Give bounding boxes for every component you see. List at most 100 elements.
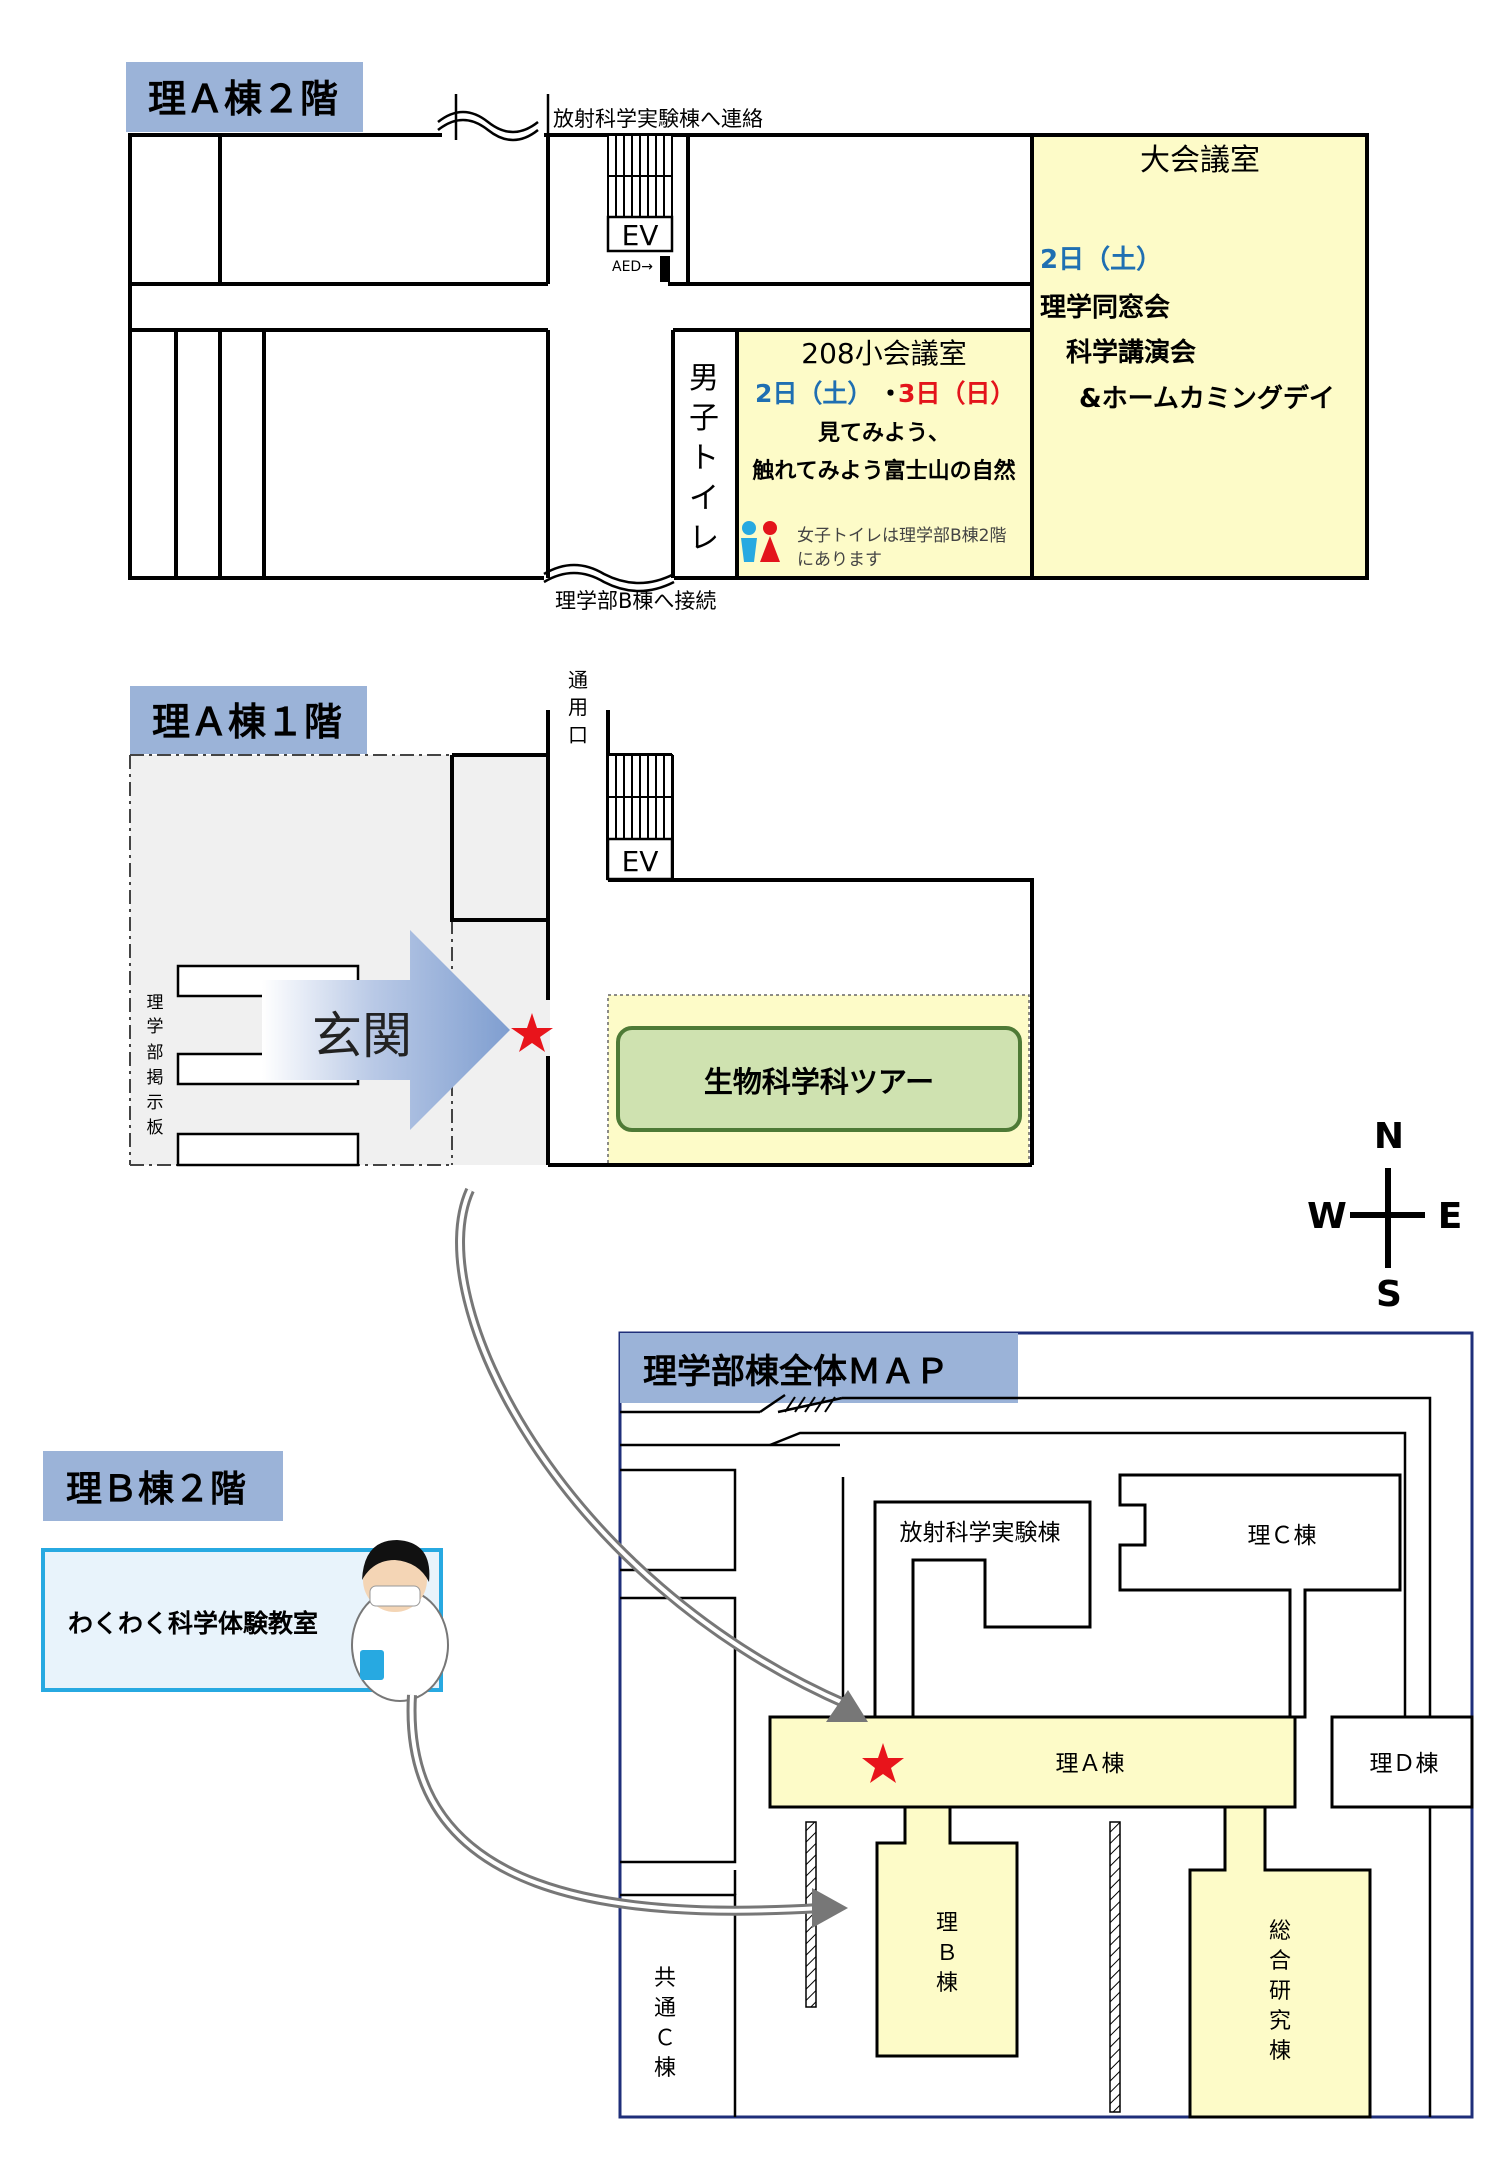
bldg-b [875,1805,1019,2058]
svg-text:掲: 掲 [147,1068,164,1088]
svg-text:通: 通 [568,668,588,692]
compass-w: W [1307,1196,1347,1237]
svg-text:理: 理 [147,993,164,1013]
you-are-here-star-a1 [511,1013,553,1052]
floor-a1-title: 理Ａ棟１階 [152,700,342,744]
svg-text:理: 理 [936,1911,958,1936]
bldg-d-label: 理Ｄ棟 [1370,1751,1439,1777]
entrance-arrow [262,930,510,1130]
elevator-a2-label: EV [622,219,659,252]
svg-text:用: 用 [568,695,588,719]
entrance-label: 玄関 [312,1007,412,1065]
floor-a2-title-bg [126,62,363,132]
b2-title-bg [43,1451,283,1521]
compass: N S E W [1307,1116,1462,1315]
svg-text:学: 学 [147,1017,164,1037]
svg-text:共: 共 [654,1966,676,1991]
stairs-a2 [607,134,673,218]
restroom-icon [741,521,780,562]
small-room-line2: 触れてみよう富士山の自然 [752,458,1015,484]
wave-break-top [437,118,539,142]
svg-text:板: 板 [147,1118,164,1138]
women-toilet-note-1: 女子トイレは理学部B棟2階 [797,526,1006,546]
small-room-line1: 見てみよう、 [818,421,950,446]
svg-text:部: 部 [147,1043,164,1063]
bldg-c [1118,1473,1402,1719]
big-room-line1: 理学同窓会 [1040,292,1170,323]
big-room-date: 2日（土） [1040,245,1162,275]
svg-text:研: 研 [1269,1979,1291,2004]
stairs-a1 [607,754,673,840]
aed-marker [660,256,670,282]
svg-text:棟: 棟 [936,1971,958,1996]
connector-arrow-a1 [455,1187,868,1722]
small-room-date-2: 3日（日） [898,379,1015,408]
svg-text:合: 合 [1269,1949,1291,1974]
bldg-radiation-label: 放射科学実験棟 [900,1520,1061,1546]
link-radiation-label: 放射科学実験棟へ連絡 [553,107,763,131]
svg-text:通: 通 [654,1996,676,2021]
svg-text:棟: 棟 [654,2056,676,2081]
compass-e: E [1438,1196,1463,1237]
svg-text:レ: レ [689,521,719,556]
big-room-line2: 科学講演会 [1066,337,1196,368]
bldg-a [768,1715,1297,1809]
svg-text:究: 究 [1269,2009,1291,2034]
bldg-common-c-label: 共 通 Ｃ 棟 [654,1966,676,2081]
overview-title: 理学部棟全体ＭＡＰ [643,1352,949,1392]
entrance-hall [130,755,550,1165]
bio-tour-box [616,1026,1022,1132]
elevator-a1 [606,837,674,881]
b2-section: 理Ｂ棟２階 わくわく科学体験教室 [41,1451,449,1702]
service-entrance: 通 用 口 [568,668,588,747]
overview-map: 理学部棟全体ＭＡＰ 放射科学実験棟 理Ｃ棟 理Ａ棟 理 [618,1331,1474,2119]
connector-arrow-b2 [406,1694,848,1928]
svg-text:口: 口 [568,723,588,747]
elevator-a1-label: EV [622,845,659,878]
aed-label: AED→ [612,259,653,275]
bldg-c-label: 理Ｃ棟 [1248,1523,1317,1549]
small-meeting-room-208 [737,330,1032,577]
you-are-here-star-overview [862,1743,904,1783]
women-toilet-note-2: にあります [797,550,882,570]
wave-break-bottom [543,563,675,585]
floor-a1-title-bg [130,686,367,754]
svg-text:イ: イ [689,481,719,516]
svg-text:ト: ト [689,441,719,476]
big-room-line3: &ホームカミングデイ [1079,383,1335,414]
bldg-research [1188,1805,1372,2119]
bldg-research-label: 総 合 研 究 棟 [1269,1919,1291,2064]
big-meeting-room [1032,137,1366,577]
walkway-hatch-2 [1109,1821,1121,2113]
svg-text:示: 示 [147,1093,164,1113]
svg-text:総: 総 [1269,1919,1291,1944]
svg-text:男: 男 [689,361,719,396]
floor-a1-plan: 理Ａ棟１階 EV [129,668,1034,1167]
mens-toilet: 男 子 ト イ レ [689,361,719,556]
scientist-icon [351,1540,449,1702]
compass-n: N [1374,1116,1404,1157]
overview-title-bg [620,1333,1018,1403]
notice-board-label: 理 学 部 掲 示 板 [147,993,164,1138]
b2-title: 理Ｂ棟２階 [66,1469,246,1510]
bio-tour-label: 生物科学科ツアー [704,1065,934,1099]
svg-text:・: ・ [878,379,903,408]
overview-stairs [777,1396,843,1414]
floor-a2-plan: 理Ａ棟２階 [126,62,1369,613]
svg-text:Ｃ: Ｃ [654,2026,676,2051]
small-room-name: 208小会議室 [801,337,966,370]
svg-text:子: 子 [689,401,719,436]
svg-text:Ｂ: Ｂ [936,1941,958,1966]
bldg-b-label: 理 Ｂ 棟 [936,1911,958,1996]
big-room-name: 大会議室 [1140,143,1260,178]
svg-text:棟: 棟 [1269,2039,1291,2064]
b2-room-label: わくわく科学体験教室 [68,1609,318,1638]
compass-s: S [1376,1274,1402,1315]
elevator-a2 [606,215,674,253]
bldg-d [1330,1715,1474,1809]
link-b-bldg-label: 理学部B棟へ接続 [555,589,716,613]
bldg-a-label: 理Ａ棟 [1056,1751,1125,1777]
floor-a2-outline [128,133,1369,580]
floor-a2-title: 理Ａ棟２階 [148,77,338,121]
small-room-date-1: 2日（土） [755,379,872,408]
